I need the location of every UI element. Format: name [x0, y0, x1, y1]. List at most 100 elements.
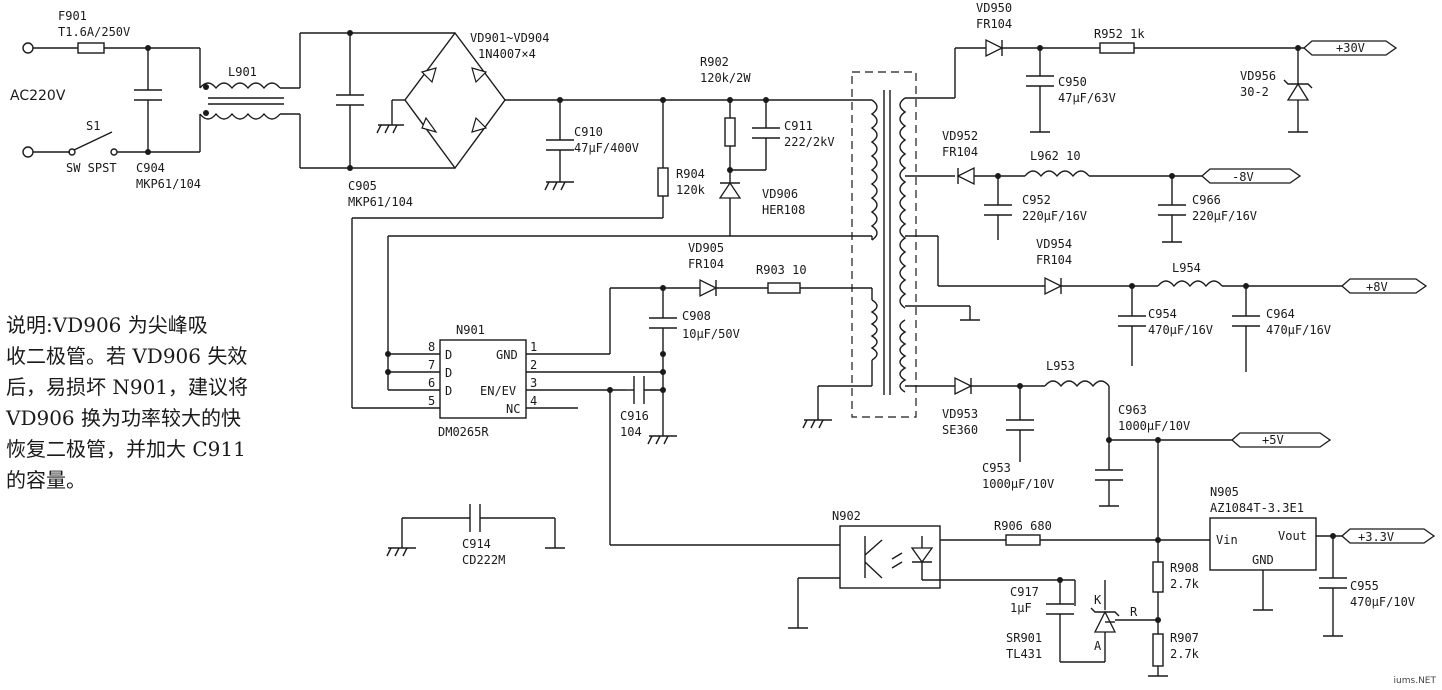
label-L954: L954	[1172, 261, 1201, 275]
diode-VD905	[699, 278, 718, 298]
output-30v: +30V	[1336, 41, 1365, 55]
output-tag-minus8v	[1201, 168, 1302, 184]
label-vout: Vout	[1278, 529, 1307, 543]
resistor-R902	[724, 117, 736, 147]
label-N902: N902	[832, 509, 861, 523]
pin-label-en: EN/EV	[480, 384, 516, 398]
label-R902: R902	[700, 55, 729, 69]
label-C964: C964	[1266, 307, 1295, 321]
label-C917: C917	[1010, 585, 1039, 599]
note-line-1: 说明:VD906 为尖峰吸	[6, 313, 208, 337]
output-5v: +5V	[1262, 433, 1284, 447]
label-C966: C966	[1192, 193, 1221, 207]
resistor-R904	[657, 167, 669, 197]
optocoupler-N902	[839, 525, 941, 589]
label-N905-value: AZ1084T-3.3E1	[1210, 501, 1304, 515]
label-R904-value: 120k	[676, 183, 706, 197]
label-S1-value: SW SPST	[66, 161, 117, 175]
zener-VD956	[1286, 82, 1310, 101]
label-VD906-value: HER108	[762, 203, 805, 217]
pin-number-3: 3	[530, 376, 537, 390]
label-pin-K: K	[1094, 593, 1102, 607]
inductor-L962	[1024, 170, 1090, 178]
label-R903: R903 10	[756, 263, 807, 277]
label-VD956-value: 30-2	[1240, 85, 1269, 99]
ground-icon	[802, 419, 832, 429]
label-R906: R906 680	[994, 519, 1052, 533]
inductor-L953	[1044, 380, 1110, 388]
label-C914: C914	[462, 537, 491, 551]
output-8v: +8V	[1366, 280, 1388, 294]
label-C911-value: 222/2kV	[784, 135, 835, 149]
pin-number-8: 8	[428, 340, 435, 354]
label-R908-value: 2.7k	[1170, 577, 1200, 591]
label-C905-value: MKP61/104	[348, 195, 413, 209]
output-tag-3v3	[1341, 528, 1436, 544]
label-VD905: VD905	[688, 241, 724, 255]
label-VD952-value: FR104	[942, 145, 978, 159]
label-C955: C955	[1350, 579, 1379, 593]
label-C963-value: 1000μF/10V	[1118, 419, 1190, 433]
label-VD953-value: SE360	[942, 423, 978, 437]
diode-VD953	[954, 376, 973, 396]
bridge-rectifier	[404, 31, 506, 170]
label-S1: S1	[86, 119, 100, 133]
label-N905: N905	[1210, 485, 1239, 499]
cap-C910	[544, 100, 574, 191]
inductor-L954	[1157, 280, 1223, 288]
label-vin: Vin	[1216, 533, 1238, 547]
label-C950-value: 47μF/63V	[1058, 91, 1116, 105]
label-SR901: SR901	[1006, 631, 1042, 645]
label-R902-value: 120k/2W	[700, 71, 751, 85]
label-C954: C954	[1148, 307, 1177, 321]
label-L962: L962 10	[1030, 149, 1081, 163]
ground-icon	[376, 124, 404, 134]
label-C916-value: 104	[620, 425, 642, 439]
label-VD950: VD950	[976, 1, 1012, 15]
label-C908-value: 10μF/50V	[682, 327, 740, 341]
label-N901: N901	[456, 323, 485, 337]
note-line-4: VD906 换为功率较大的快	[6, 406, 242, 430]
note-line-3: 后，易损坏 N901，建议将	[6, 375, 249, 399]
note-line-2: 收二极管。若 VD906 失效	[6, 344, 248, 368]
label-C916: C916	[620, 409, 649, 423]
label-C904: C904	[136, 161, 165, 175]
label-VD954: VD954	[1036, 237, 1072, 251]
pin-label-d6: D	[445, 384, 452, 398]
label-VD906: VD906	[762, 187, 798, 201]
label-L953: L953	[1046, 359, 1075, 373]
resistor-R903	[767, 282, 801, 294]
switch-S1	[73, 131, 113, 151]
pin-label-d7: D	[445, 366, 452, 380]
label-C910: C910	[574, 125, 603, 139]
pin-label-gnd: GND	[496, 348, 518, 362]
label-C905: C905	[348, 179, 377, 193]
label-VD905-value: FR104	[688, 257, 724, 271]
fuse-F901	[77, 42, 105, 54]
note-line-5: 恢复二极管，并加大 C911	[6, 437, 246, 461]
label-C954-value: 470μF/16V	[1148, 323, 1213, 337]
transformer-T901	[850, 71, 917, 418]
label-pin-A: A	[1094, 639, 1102, 653]
label-VD950-value: FR104	[976, 17, 1012, 31]
label-C952-value: 220μF/16V	[1022, 209, 1087, 223]
label-C914-value: CD222M	[462, 553, 505, 567]
label-VD901-value: 1N4007×4	[478, 47, 536, 61]
watermark-logo: iums.NET	[1393, 676, 1436, 686]
label-R907-value: 2.7k	[1170, 647, 1200, 661]
label-C952: C952	[1022, 193, 1051, 207]
pin-number-1: 1	[530, 340, 537, 354]
note-line-6: 的容量。	[6, 468, 86, 492]
choke-L901	[199, 82, 281, 90]
resistor-R952	[1099, 42, 1135, 54]
label-VD953: VD953	[942, 407, 978, 421]
diode-VD952	[956, 166, 975, 186]
pin-number-6: 6	[428, 376, 435, 390]
output-minus8v: -8V	[1232, 170, 1254, 184]
label-F901: F901	[58, 9, 87, 23]
label-VD954-value: FR104	[1036, 253, 1072, 267]
label-gnd: GND	[1252, 553, 1274, 567]
diode-VD954	[1044, 276, 1063, 296]
